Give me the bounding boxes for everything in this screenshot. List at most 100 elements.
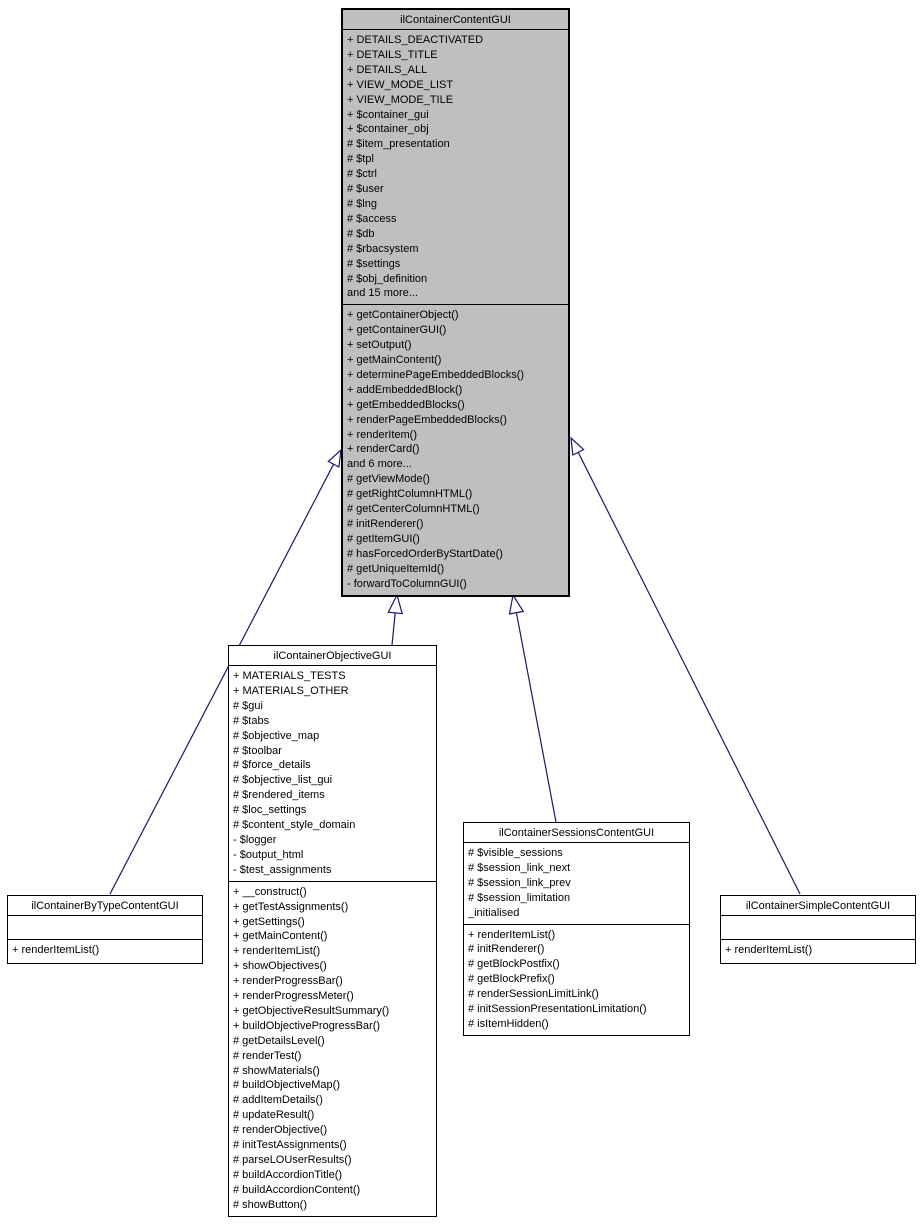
- member-row: + getEmbeddedBlocks(): [347, 398, 465, 411]
- member-row: - $test_assignments: [233, 863, 332, 876]
- member-row: + getMainContent(): [347, 354, 442, 367]
- class-title[interactable]: ilContainerByTypeContentGUI: [8, 896, 202, 916]
- class-attributes: [8, 916, 202, 939]
- member-row: + renderProgressMeter(): [233, 990, 354, 1003]
- member-row: # $objective_list_gui: [233, 774, 333, 787]
- member-row: + addEmbeddedBlock(): [347, 383, 463, 396]
- class-methods: + renderItemList(): [721, 939, 915, 963]
- member-row: + VIEW_MODE_TILE: [347, 93, 454, 106]
- class-title[interactable]: ilContainerSimpleContentGUI: [721, 896, 915, 916]
- member-row: - $logger: [233, 833, 277, 846]
- member-row: + getObjectiveResultSummary(): [233, 1004, 390, 1017]
- member-row: # $lng: [347, 197, 377, 210]
- member-row: # $force_details: [233, 759, 311, 772]
- member-row: # initSessionPresentationLimitation(): [468, 1003, 647, 1016]
- member-row: + getContainerGUI(): [347, 324, 447, 337]
- class-box-ilcontainersessionscontentgui[interactable]: ilContainerSessionsContentGUI # $visible…: [463, 822, 690, 1036]
- class-box-ilcontainerobjectivegui[interactable]: ilContainerObjectiveGUI + MATERIALS_TEST…: [228, 645, 437, 1217]
- member-row: + renderItemList(): [12, 944, 100, 956]
- member-row: # isItemHidden(): [468, 1017, 549, 1030]
- member-row: + DETAILS_TITLE: [347, 48, 438, 61]
- inheritance-arrow-bytype: [109, 448, 342, 895]
- member-row: # getUniqueItemId(): [347, 562, 445, 575]
- member-row: + __construct(): [233, 885, 307, 898]
- member-row: # getBlockPrefix(): [468, 973, 555, 986]
- member-row: # $user: [347, 183, 384, 196]
- member-row: + renderPageEmbeddedBlocks(): [347, 413, 507, 426]
- member-row: # $content_style_domain: [233, 819, 356, 832]
- member-row: + renderItemList(): [468, 928, 556, 941]
- member-row: + buildObjectiveProgressBar(): [233, 1019, 381, 1032]
- member-row: + DETAILS_ALL: [347, 63, 428, 76]
- member-row: + getSettings(): [233, 915, 305, 928]
- member-row: # renderObjective(): [233, 1124, 328, 1137]
- class-box-ilcontainercontentgui: ilContainerContentGUI + DETAILS_DEACTIVA…: [341, 8, 570, 597]
- member-row: # getViewMode(): [347, 473, 430, 486]
- member-row: + MATERIALS_OTHER: [233, 684, 349, 697]
- member-row: + $container_gui: [347, 108, 429, 121]
- member-row: # getCenterColumnHTML(): [347, 503, 480, 516]
- member-row: # initRenderer(): [468, 943, 545, 956]
- member-row: # $session_link_prev: [468, 876, 571, 889]
- member-row: # renderSessionLimitLink(): [468, 988, 599, 1001]
- member-row: + setOutput(): [347, 339, 412, 352]
- member-row: + renderCard(): [347, 443, 420, 456]
- inheritance-arrow-objective: [387, 593, 404, 646]
- class-attributes: # $visible_sessions # $session_link_next #…: [464, 843, 689, 924]
- member-row: + renderItemList(): [725, 944, 813, 956]
- member-row: # $loc_settings: [233, 804, 307, 817]
- class-box-ilcontainerbytypecontentgui[interactable]: ilContainerByTypeContentGUI + renderItem…: [7, 895, 203, 964]
- member-row: # hasForcedOrderByStartDate(): [347, 547, 503, 560]
- member-row: # getItemGUI(): [347, 532, 420, 545]
- member-row: + showObjectives(): [233, 960, 327, 973]
- member-row: # addItemDetails(): [233, 1094, 323, 1107]
- member-row: # showButton(): [233, 1198, 307, 1211]
- member-row: # getBlockPostfix(): [468, 958, 560, 971]
- class-attributes: [721, 916, 915, 939]
- member-row: + DETAILS_DEACTIVATED: [347, 34, 484, 46]
- member-row: # showMaterials(): [233, 1064, 320, 1077]
- member-row: # parseLOUserResults(): [233, 1154, 352, 1166]
- member-row: # buildAccordionTitle(): [233, 1168, 343, 1181]
- member-row: # buildAccordionContent(): [233, 1183, 361, 1196]
- class-methods: + renderItemList() # initRenderer() # getB…: [464, 923, 689, 1035]
- member-row: # initRenderer(): [347, 518, 424, 530]
- class-title[interactable]: ilContainerSessionsContentGUI: [464, 823, 689, 843]
- member-row: # $obj_definition: [347, 272, 428, 285]
- class-title: ilContainerContentGUI: [343, 10, 568, 30]
- member-row: # $settings: [347, 257, 401, 270]
- member-row: + renderItemList(): [233, 945, 321, 958]
- member-row: # $access: [347, 212, 397, 225]
- member-row: _initialised: [468, 906, 520, 919]
- class-attributes: + DETAILS_DEACTIVATED + DETAILS_TITLE + DE…: [343, 30, 568, 304]
- class-title[interactable]: ilContainerObjectiveGUI: [229, 646, 436, 666]
- member-row: # $tabs: [233, 714, 270, 727]
- member-row: # getDetailsLevel(): [233, 1034, 325, 1047]
- class-methods: + __construct() + getTestAssignments() + g…: [229, 880, 436, 1216]
- member-row: + renderProgressBar(): [233, 975, 343, 988]
- member-row: + getTestAssignments(): [233, 900, 349, 913]
- member-row: + renderItem(): [347, 428, 417, 441]
- class-methods: + getContainerObject()+ getContainerGUI(…: [343, 304, 568, 594]
- member-row: + MATERIALS_TESTS: [233, 670, 346, 682]
- member-row: and 15 more...: [347, 287, 418, 300]
- member-row: # $gui: [233, 699, 263, 712]
- member-row: - forwardToColumnGUI(): [347, 577, 467, 590]
- member-row: # $ctrl: [347, 168, 377, 181]
- member-row: # renderTest(): [233, 1049, 302, 1062]
- member-row: + determinePageEmbeddedBlocks(): [347, 368, 525, 381]
- member-row: + getMainContent(): [233, 930, 328, 943]
- member-row: # $visible_sessions: [468, 847, 563, 859]
- member-row: # initTestAssignments(): [233, 1139, 347, 1152]
- member-row: # updateResult(): [233, 1109, 315, 1122]
- class-box-ilcontainersimplecontentgui[interactable]: ilContainerSimpleContentGUI + renderItem…: [720, 895, 916, 964]
- member-row: # $rbacsystem: [347, 242, 419, 255]
- member-row: # $db: [347, 227, 375, 240]
- member-row: + $container_obj: [347, 123, 429, 136]
- member-row: # $objective_map: [233, 729, 320, 742]
- member-row: - $output_html: [233, 848, 304, 861]
- member-row: # $session_link_next: [468, 861, 571, 874]
- member-row: # $rendered_items: [233, 789, 325, 802]
